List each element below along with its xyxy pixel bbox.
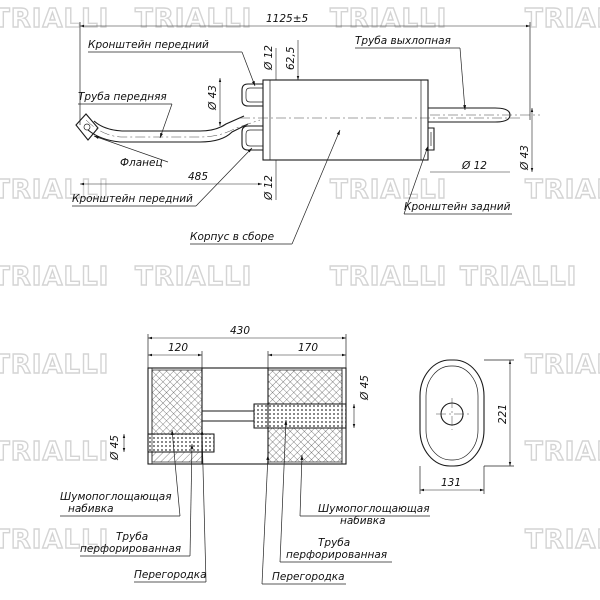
bracket-dia-top-dimension: Ø 12 [263, 45, 275, 71]
body-length-dimension: 430 [230, 325, 250, 337]
svg-text:TRIALLI: TRIALLI [525, 350, 600, 380]
section-view: 430 120 170 Ø 45 Ø 45 Шумо [60, 325, 430, 585]
baffle-right-label: Перегородка [272, 571, 345, 583]
front-pipe [85, 115, 261, 143]
tail-pipe-dia-dimension: Ø 43 [519, 145, 531, 171]
end-width-dimension: 131 [441, 477, 461, 489]
side-view: 1125±5 [72, 13, 540, 245]
front-bracket-top-label: Кронштейн передний [88, 39, 209, 51]
front-pipe-dia-dimension: Ø 43 [207, 85, 219, 111]
svg-text:TRIALLI: TRIALLI [330, 175, 447, 205]
svg-text:TRIALLI: TRIALLI [330, 4, 447, 34]
tail-pipe-label: Труба выхлопная [355, 35, 451, 47]
svg-text:TRIALLI: TRIALLI [525, 437, 600, 467]
right-chamber-dimension: 170 [298, 342, 318, 354]
baffle-left-label: Перегородка [134, 569, 207, 581]
perf-pipe-left-label-line2: перфорированная [80, 543, 181, 555]
svg-text:TRIALLI: TRIALLI [0, 350, 109, 380]
packing-left-label: Шумопоглощающая [60, 491, 172, 503]
watermark-layer: TRIALLI TRIALLI TRIALLI TRIALLI TRIALLI … [0, 3, 600, 555]
inlet-dia-dimension: Ø 45 [109, 435, 121, 461]
perf-pipe-right-label: Труба [318, 537, 350, 549]
perforated-pipe-inlet [147, 433, 215, 453]
svg-text:TRIALLI: TRIALLI [0, 525, 109, 555]
svg-text:TRIALLI: TRIALLI [135, 262, 252, 292]
front-bracket-bottom [241, 125, 263, 151]
front-pipe-length-dimension: 485 [188, 171, 208, 183]
end-view: 221 131 [419, 359, 514, 494]
svg-text:TRIALLI: TRIALLI [460, 262, 577, 292]
rear-bracket-dia-dimension: Ø 12 [461, 160, 487, 172]
perf-pipe-left-label: Труба [116, 531, 148, 543]
front-pipe-label: Труба передняя [78, 91, 167, 103]
svg-text:TRIALLI: TRIALLI [0, 262, 109, 292]
total-length-dimension: 1125±5 [266, 13, 309, 25]
svg-text:TRIALLI: TRIALLI [0, 437, 109, 467]
left-chamber-dimension: 120 [168, 342, 188, 354]
svg-text:TRIALLI: TRIALLI [525, 175, 600, 205]
packing-left-label-line2: набивка [68, 503, 114, 515]
packing-right-label: Шумопоглощающая [318, 503, 430, 515]
svg-text:TRIALLI: TRIALLI [135, 4, 252, 34]
flange-label: Фланец [120, 157, 163, 169]
perforated-pipe-outlet [253, 403, 347, 429]
front-bracket-top [241, 83, 263, 107]
body-assembly-label: Корпус в сборе [190, 231, 274, 243]
outlet-dia-dimension: Ø 45 [359, 375, 371, 401]
flange-bolt-hole [83, 123, 91, 131]
svg-text:TRIALLI: TRIALLI [525, 525, 600, 555]
svg-text:TRIALLI: TRIALLI [0, 4, 109, 34]
svg-text:TRIALLI: TRIALLI [0, 175, 109, 205]
rear-bracket-label: Кронштейн задний [404, 201, 511, 213]
muffler-end-outline [419, 359, 485, 467]
tail-pipe [428, 107, 540, 123]
muffler-body [262, 79, 429, 161]
watermark: TRIALLI TRIALLI TRIALLI TRIALLI TRIALLI … [0, 3, 600, 555]
end-height-dimension: 221 [497, 404, 509, 424]
svg-text:TRIALLI: TRIALLI [525, 4, 600, 34]
svg-text:TRIALLI: TRIALLI [330, 262, 447, 292]
offset-dimension: 62,5 [285, 46, 297, 70]
rear-bracket [428, 127, 435, 151]
front-bracket-bottom-label: Кронштейн передний [72, 193, 193, 205]
bracket-dia-bottom-dimension: Ø 12 [263, 175, 275, 201]
sound-packing-left-lower [151, 451, 203, 463]
packing-right-label-line2: набивка [340, 515, 386, 527]
flange [75, 113, 99, 141]
perf-pipe-right-label-line2: перфорированная [286, 549, 387, 561]
